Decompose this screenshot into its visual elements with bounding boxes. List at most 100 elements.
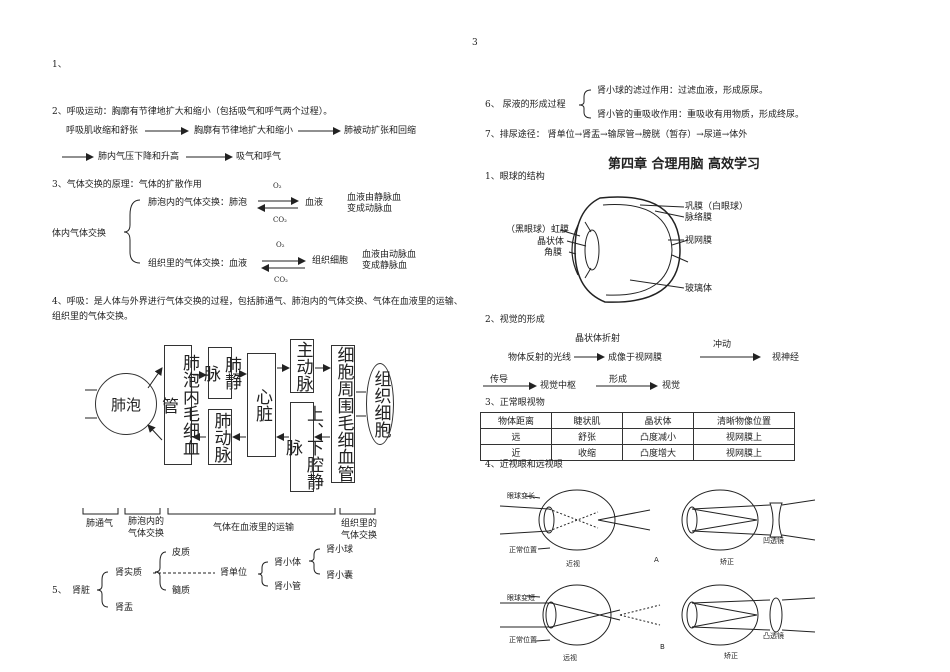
correct2-label: 矫正 <box>724 652 738 660</box>
item-3: 3、气体交换的原理：气体的扩散作用 <box>52 180 202 190</box>
myopia-eye-diagram <box>499 489 651 551</box>
caption-alveolar-2: 气体交换 <box>128 529 165 539</box>
pulmonary-artery-box: 肺动脉 <box>208 409 232 465</box>
short-axis-label: 眼球变短 <box>507 594 535 602</box>
table-header-row: 物体距离 睫状肌 晶状体 清晰物像位置 <box>480 412 795 429</box>
tissue-o2: O₂ <box>276 241 285 249</box>
caption-bracket <box>167 508 336 515</box>
caption-tissue-1: 组织里的 <box>341 519 378 529</box>
parenchyma-brace <box>154 551 167 591</box>
hyperopia-eye-diagram <box>500 584 661 646</box>
item-6-reabsorption: 肾小管的重吸收作用：重吸收有用物质，形成终尿。 <box>597 110 805 120</box>
caption-bracket <box>339 508 376 515</box>
unit-brace <box>257 561 269 587</box>
corpuscle-brace <box>308 548 321 575</box>
vision-impulse: 冲动 <box>713 340 732 350</box>
vision-title: 2、视觉的形成 <box>485 315 545 325</box>
circ-arrow <box>147 424 163 441</box>
kidney-number: 5、 <box>52 586 67 596</box>
flow2-b: 吸气和呼气 <box>236 152 282 162</box>
hyperopia-label: 远视 <box>563 654 577 662</box>
caption-ventilation: 肺通气 <box>86 519 114 529</box>
eye-title: 1、眼球的结构 <box>485 172 545 182</box>
caption-tissue-2: 气体交换 <box>341 531 378 541</box>
cortex-label: 皮质 <box>172 548 191 558</box>
heart-box: 心脏 <box>247 353 276 457</box>
lung-target: 血液 <box>305 198 324 208</box>
tissue-capillary-box: 细胞周围毛细血管 <box>331 345 355 483</box>
label-a: A <box>654 556 659 564</box>
alveolus-circle: 肺泡 <box>95 373 157 435</box>
flow1-a: 呼吸肌收缩和舒张 <box>66 126 139 136</box>
glomerulus-label: 肾小球 <box>326 545 354 555</box>
medulla-label: 髓质 <box>172 586 191 596</box>
eyeball-diagram <box>559 196 689 303</box>
vision-center: 视觉中枢 <box>540 381 577 391</box>
eye-choroid: 脉络膜 <box>685 213 713 223</box>
lung-o2: O₂ <box>273 182 282 190</box>
eye-iris: （黑眼球）虹膜 <box>506 225 570 235</box>
vision-sight: 视觉 <box>662 381 681 391</box>
normal-vision-title: 3、正常眼视物 <box>485 398 545 408</box>
eye-sclera: 巩膜（白眼球） <box>685 202 749 212</box>
tubule-label: 肾小管 <box>274 582 302 592</box>
tissue-result-2: 变成静脉血 <box>362 261 408 271</box>
vision-form: 形成 <box>609 375 628 385</box>
vision-refract: 晶状体折射 <box>575 334 621 344</box>
item-6-label: 6、 尿液的形成过程 <box>485 100 566 110</box>
corpuscle-label: 肾小体 <box>274 558 302 568</box>
item-6-filtration: 肾小球的滤过作用：过滤血液，形成原尿。 <box>597 86 769 96</box>
exchange-brace <box>123 199 141 264</box>
page-number: 3 <box>472 38 478 48</box>
item-4-line2: 组织里的气体交换。 <box>52 312 134 322</box>
eye-vitreous: 玻璃体 <box>685 284 713 294</box>
hyperopia-corrected-diagram <box>681 584 816 646</box>
parenchyma-label: 肾实质 <box>115 568 143 578</box>
circ-arrow <box>147 367 163 389</box>
urine-brace <box>578 89 592 119</box>
convex-label: 凸透镜 <box>763 632 784 640</box>
label-b: B <box>660 643 665 651</box>
vision-nerve: 视神经 <box>772 353 800 363</box>
flow2-a: 肺内气压下降和升高 <box>98 152 180 162</box>
myopia-label: 近视 <box>566 560 580 568</box>
concave-label: 凹透镜 <box>763 537 784 545</box>
table-cell: 凸度增大 <box>622 444 694 461</box>
item-2: 2、呼吸运动：胸廓有节律地扩大和缩小（包括吸气和呼气两个过程）。 <box>52 107 333 117</box>
kidney-brace <box>96 571 109 608</box>
myopia-corrected-diagram <box>681 489 816 551</box>
aorta-box: 主动脉 <box>290 339 314 393</box>
chapter-title: 第四章 合理用脑 高效学习 <box>608 157 761 172</box>
tissue-cell-ellipse: 组织细胞 <box>366 363 394 445</box>
tissue-target: 组织细胞 <box>312 256 349 266</box>
capsule-label: 肾小囊 <box>326 571 354 581</box>
exchange-group-label: 体内气体交换 <box>52 229 107 239</box>
item-7: 7、排尿途径： 肾单位→肾盂→输尿管→膀胱（暂存）→尿道→体外 <box>485 130 748 140</box>
normal-pos2-label: 正常位置 <box>509 636 537 644</box>
lung-exchange-label: 肺泡内的气体交换：肺泡 <box>148 198 248 208</box>
vision-image: 成像于视网膜 <box>608 353 663 363</box>
eye-retina: 视网膜 <box>685 236 713 246</box>
lung-result-2: 变成动脉血 <box>347 204 393 214</box>
flow1-b: 胸廓有节律地扩大和缩小 <box>194 126 294 136</box>
item-1: 1、 <box>52 60 67 70</box>
table-cell: 视网膜上 <box>693 444 795 461</box>
lung-result-1: 血液由静脉血 <box>347 193 402 203</box>
tissue-result-1: 血液由动脉血 <box>362 250 417 260</box>
alveolus-label: 肺泡 <box>110 395 141 414</box>
normal-pos-label: 正常位置 <box>509 546 537 554</box>
caption-bracket <box>82 508 119 515</box>
tissue-exchange-label: 组织里的气体交换：血液 <box>148 259 248 269</box>
table-row: 近 收缩 凸度增大 视网膜上 <box>480 444 795 461</box>
correct-label: 矫正 <box>720 558 734 566</box>
flow1-c: 肺被动扩张和回缩 <box>344 126 417 136</box>
caption-bracket <box>124 508 161 515</box>
caption-transport: 气体在血液里的运输 <box>213 523 295 533</box>
eye-lens: 晶状体 <box>537 237 565 247</box>
lung-co2: CO₂ <box>273 216 287 224</box>
eye-cornea: 角膜 <box>544 248 563 258</box>
item-4-line1: 4、呼吸：是人体与外界进行气体交换的过程，包括肺通气、肺泡内的气体交换、气体在血… <box>52 297 463 307</box>
unit-label: 肾单位 <box>220 568 248 578</box>
long-axis-label: 眼球变长 <box>507 492 535 500</box>
